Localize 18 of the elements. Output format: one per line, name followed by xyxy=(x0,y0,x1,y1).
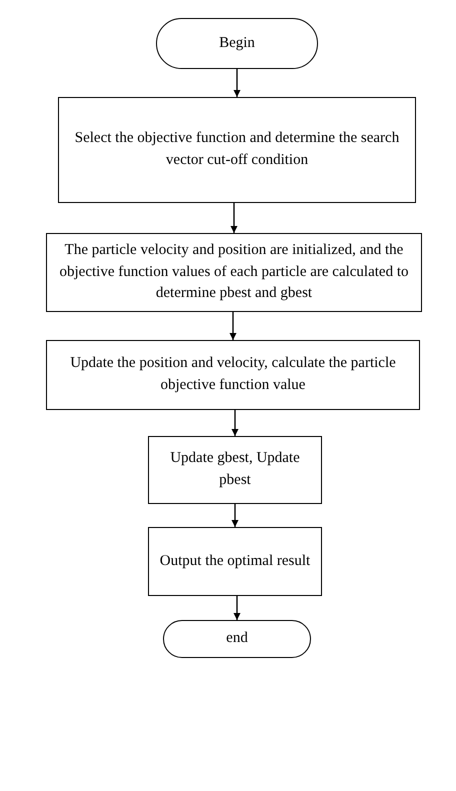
node-text: The particle velocity and position are initialized, and the objective function values of each particle are calculated to determine pbest and gbest xyxy=(58,240,410,304)
arrow xyxy=(230,203,238,233)
process-box xyxy=(46,233,422,312)
arrow xyxy=(232,504,238,527)
node-text: end xyxy=(226,629,248,648)
node-text: Select the objective function and determine the search vector cut-off condition xyxy=(74,129,400,170)
node-text: Update gbest, Update pbest xyxy=(169,449,301,490)
arrow xyxy=(234,69,240,97)
process-box xyxy=(148,527,322,596)
process-box xyxy=(148,436,322,504)
node-text: Update the position and velocity, calculate the particle objective function value xyxy=(69,354,397,395)
arrow xyxy=(230,312,236,340)
node-text: Begin xyxy=(219,34,255,53)
process-box xyxy=(58,97,416,203)
node-text: Output the optimal result xyxy=(160,552,310,571)
arrow xyxy=(232,410,238,436)
arrow xyxy=(234,596,240,620)
process-box xyxy=(46,340,420,410)
